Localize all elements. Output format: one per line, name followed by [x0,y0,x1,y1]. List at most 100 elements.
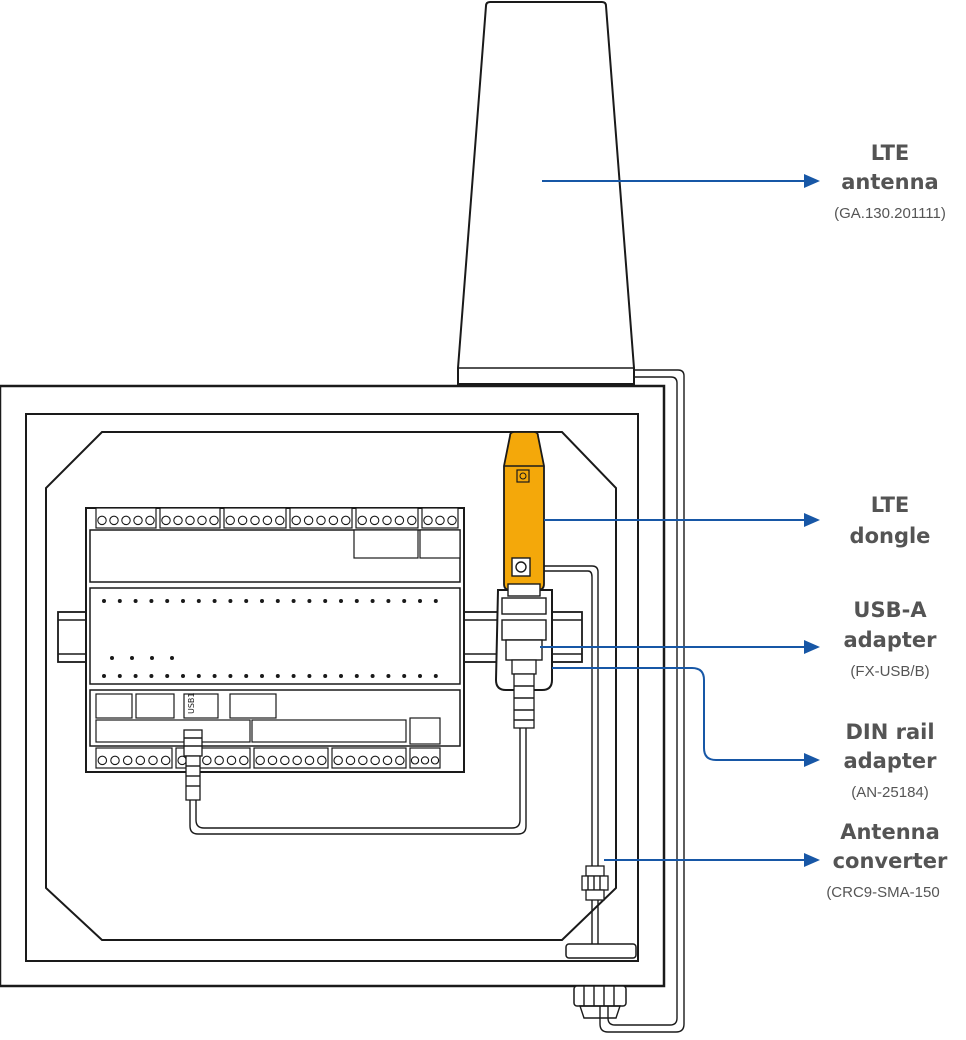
terminal-screw [420,756,430,765]
led-dot [181,599,185,603]
led-dot [170,656,174,660]
arrow-antenna-converter [604,853,820,867]
arrow-din-adapter [552,667,820,767]
led-dot [307,674,312,678]
terminal-screw [161,515,171,526]
antenna-converter [581,865,609,901]
terminal-screw [226,755,237,766]
led-dot [133,599,138,603]
terminal-screw [121,515,131,526]
terminal-screw [317,755,327,766]
din-adapter-title-line1: DIN rail [845,720,934,744]
led-dot [291,674,296,678]
top-terminal-blocks [95,507,459,529]
led-dot [386,599,391,603]
terminal-screw [435,515,445,526]
terminal-screw [423,515,433,526]
terminal-screw [410,756,420,765]
led-dot [196,674,201,678]
terminal-screw [197,515,207,526]
led-dot [275,674,280,678]
terminal-screw [280,755,290,766]
terminal-screw [395,755,405,766]
led-dot [323,599,328,603]
label-lte-dongle: LTE dongle [850,493,931,548]
terminal-screw [97,755,108,766]
led-dot [418,599,422,603]
terminal-screw [316,515,326,526]
terminal-screw [328,515,339,526]
usb-adapter-code: (FX-USB/B) [850,663,929,680]
led-dot [102,674,106,678]
terminal-screw [358,755,368,766]
led-dot [228,599,233,603]
led-dot [228,674,233,678]
terminal-screw [382,515,392,526]
terminal-screw [369,515,380,526]
din-adapter-code: (AN-25184) [851,784,929,801]
callout-arrows [540,174,820,867]
arrow-lte-antenna [542,174,820,188]
terminal-screw [304,755,315,766]
terminal-screw [267,755,278,766]
lte-antenna-title-line2: antenna [841,170,938,194]
led-dot [323,674,328,678]
terminal-screw [145,515,155,526]
lte-dongle-title-line1: LTE [871,493,910,517]
led-dot [354,599,359,603]
antenna-cable [599,369,685,1033]
led-dot [212,674,217,678]
led-dot [117,674,122,678]
terminal-screw [133,515,143,526]
led-dot [212,599,217,603]
led-dot [181,674,185,678]
lte-dongle [503,431,545,597]
led-dot [260,599,264,603]
controller-module: USB1 [85,507,465,773]
internal-antenna-cable [526,565,599,944]
arrow-usb-adapter [540,640,820,654]
led-dot [370,599,375,603]
terminal-screw [109,515,119,526]
led-dot [244,674,249,678]
lte-antenna-code: (GA.130.201111) [834,205,946,222]
led-dot [110,656,114,660]
led-dot [433,674,438,678]
antenna-converter-title-line1: Antenna [840,820,940,844]
led-dot [275,599,280,603]
terminal-screw [345,755,356,766]
led-dot [402,674,407,678]
terminal-screw [292,755,302,766]
lte-antenna [457,1,635,385]
led-dot [244,599,249,603]
terminal-screw [255,755,265,766]
led-dot [307,599,312,603]
terminal-screw [122,755,133,766]
arrow-lte-dongle [544,513,820,527]
terminal-screw [382,755,393,766]
terminal-screw [135,755,146,766]
usb-port-label: USB1 [187,692,196,714]
led-dot [386,674,391,678]
terminal-screw [209,515,219,526]
led-dot [149,674,154,678]
label-lte-antenna: LTE antenna (GA.130.201111) [834,141,946,222]
usb-cable [189,728,527,835]
led-dot [433,599,438,603]
led-dot [117,599,122,603]
terminal-screw [394,515,405,526]
led-dot [149,599,154,603]
terminal-screw [275,515,285,526]
led-dot [196,599,201,603]
terminal-screw [97,515,107,526]
terminal-screw [430,756,440,765]
terminal-screw [148,755,158,766]
terminal-screw [291,515,301,526]
led-dot [165,674,170,678]
led-dot [260,674,264,678]
terminal-screw [407,515,417,526]
cable-gland [565,943,637,1019]
status-led-dots [102,599,438,678]
terminal-screw [110,755,120,766]
